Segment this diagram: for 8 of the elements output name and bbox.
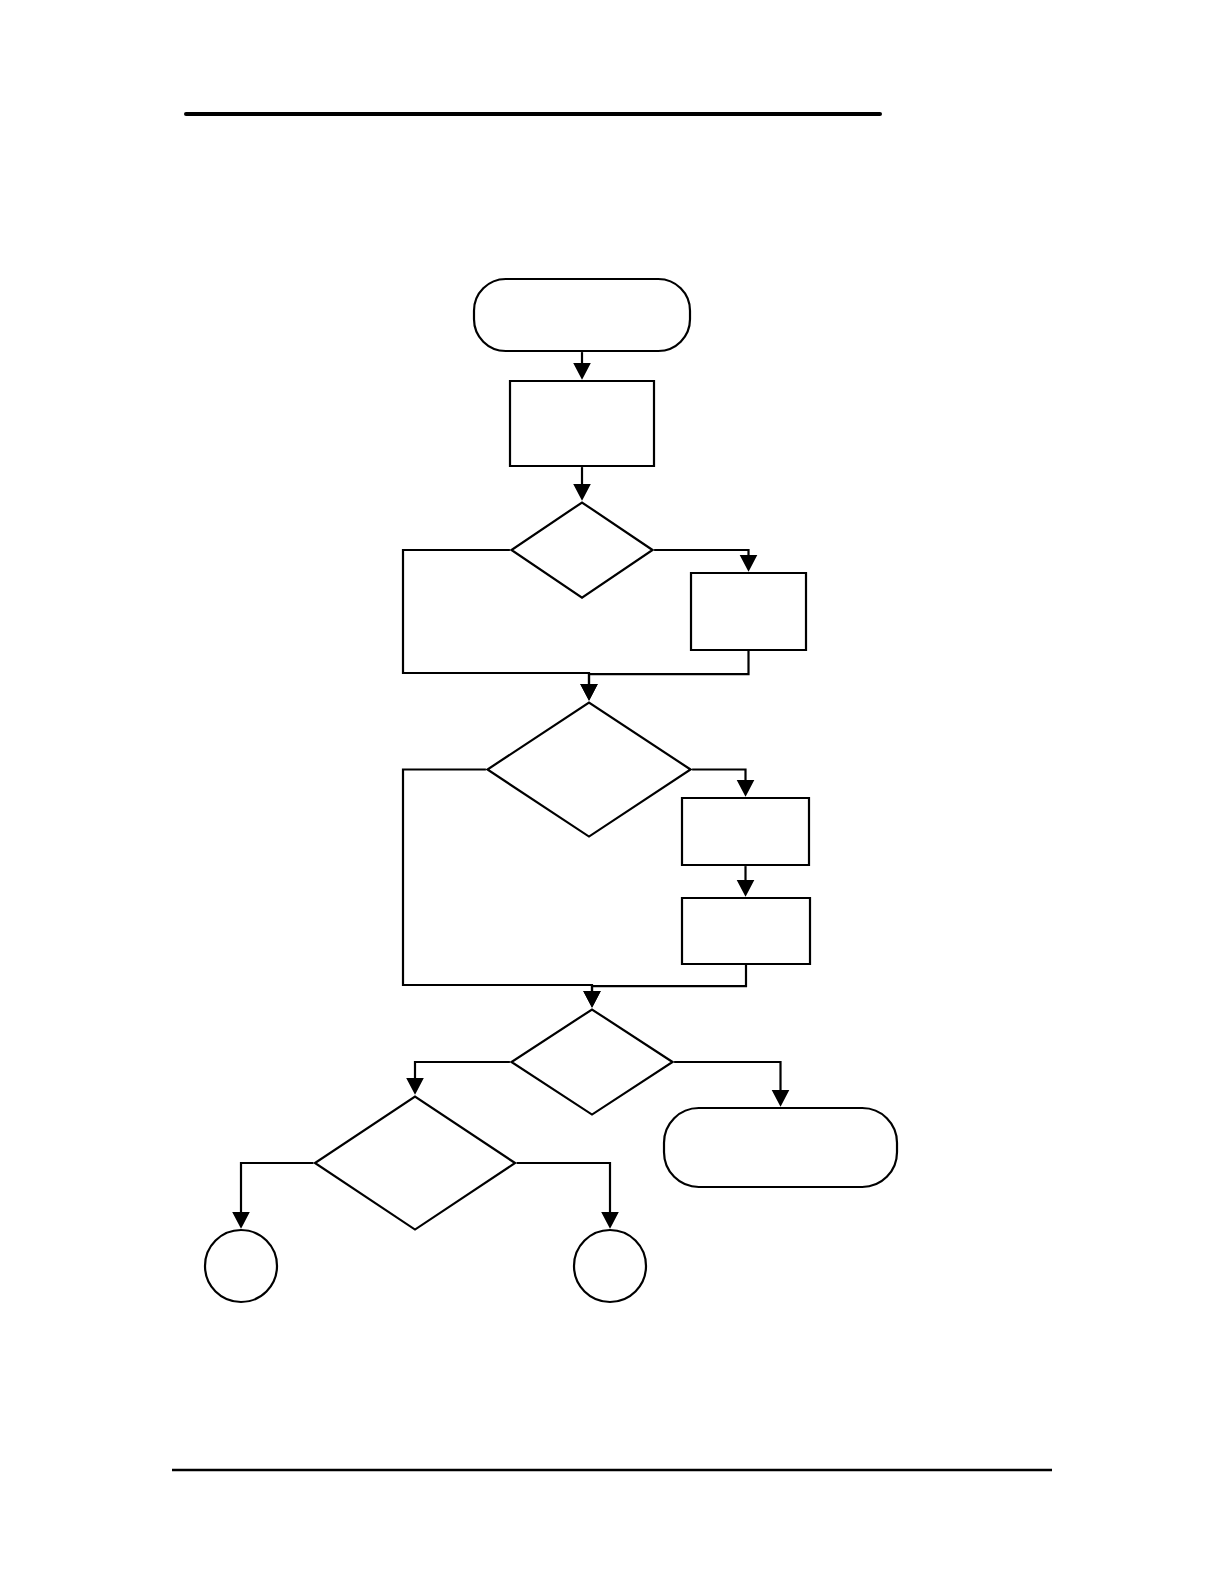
process-box xyxy=(680,796,811,867)
terminal-capsule xyxy=(662,1106,899,1189)
terminal-capsule xyxy=(472,277,692,353)
process-box xyxy=(508,379,656,468)
connector-circle xyxy=(203,1228,279,1304)
process-box xyxy=(689,571,808,652)
process-box xyxy=(680,896,812,966)
connector-circle xyxy=(572,1228,648,1304)
